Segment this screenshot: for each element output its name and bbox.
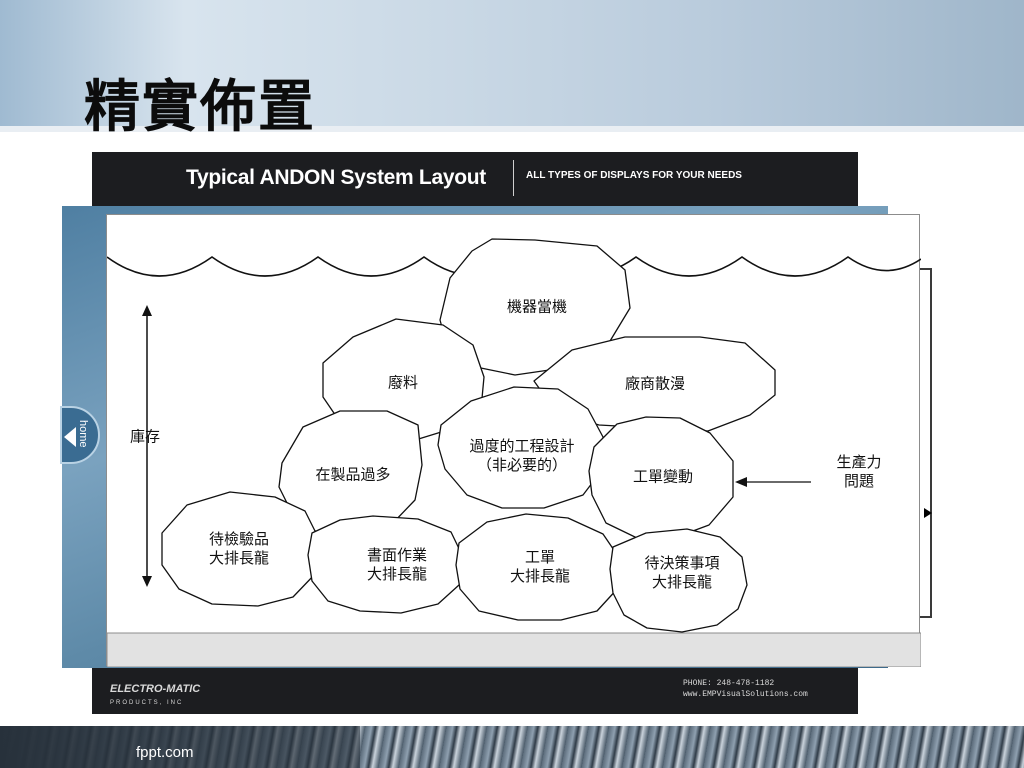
productivity-note-line-2: 問題 [843,472,875,490]
rock-label-vendor-delinquency: 廠商散漫 [625,375,685,394]
rock-paperwork-backlog [307,515,465,614]
rock-label-machine-downtime: 機器當機 [507,298,567,317]
productivity-arrow-left-icon [735,477,747,487]
rock-work-order-backlog [455,513,621,621]
rock-label-line: 大排長龍 [509,567,571,585]
poster-headline: Typical ANDON System Layout [186,166,486,189]
rock-label-line: 工單 [524,548,556,566]
productivity-note-line-1: 生產力 [836,453,882,471]
rock-label-line: 機器當機 [506,297,568,316]
home-tab-label: home [77,420,89,448]
poster-contact: PHONE: 248-478-1182 www.EMPVisualSolutio… [683,678,808,700]
poster-brand-logo: ELECTRO-MATIC PRODUCTS, INC [110,683,200,707]
inventory-arrow-up-icon [142,305,152,316]
rock-label-line: 大排長龍 [366,565,428,583]
productivity-note: 生產力 問題 [836,453,881,491]
diagram-drawing [107,238,921,667]
rock-label-line: （非必要的） [476,456,568,474]
rock-label-decision-backlog: 待決策事項大排長龍 [644,554,719,592]
rock-label-line: 廠商散漫 [624,374,686,393]
rock-label-line: 書面作業 [366,546,428,564]
rock-label-line: 待決策事項 [644,554,720,572]
poster-brand-sub: PRODUCTS, INC [110,700,184,706]
back-arrow-icon [64,427,76,447]
footer-site-label: fppt.com [136,744,194,761]
rock-work-order-changes [588,416,734,539]
rock-label-inspection-backlog: 待檢驗品大排長龍 [209,530,269,568]
rock-label-scrap: 廢料 [388,374,418,393]
slide-title: 精實佈置 [84,75,316,140]
poster-divider [513,160,514,196]
footer-band [0,726,1024,768]
rock-label-over-engineering: 過度的工程設計（非必要的） [469,437,574,475]
rock-label-wip-excess: 在製品過多 [315,466,390,485]
poster-phone: PHONE: 248-478-1182 [683,679,775,688]
poster-website: www.EMPVisualSolutions.com [683,690,808,699]
rock-label-paperwork-backlog: 書面作業大排長龍 [367,546,427,584]
header-band [0,0,1024,132]
rock-label-line: 大排長龍 [651,573,713,591]
inventory-rocks-diagram: 庫存 生產力 問題 機器當機 廢料 廠商散漫 過度的工程設計（非必要的） 在製品… [106,214,921,667]
rock-label-line: 過度的工程設計 [469,437,575,455]
side-panel [920,268,932,618]
rock-decision-backlog [609,528,748,633]
arrow-right-icon [924,508,932,518]
rock-label-line: 廢料 [387,373,419,392]
diagram-bottom-bar [107,632,921,667]
inventory-arrow-down-icon [142,576,152,587]
rock-label-work-order-changes: 工單變動 [633,468,693,487]
rock-label-work-order-backlog: 工單大排長龍 [510,548,570,586]
rock-label-line: 大排長龍 [208,549,270,567]
rock-label-line: 工單變動 [632,467,694,486]
rock-label-line: 待檢驗品 [208,530,270,548]
rock-machine-downtime [439,238,631,376]
poster-tagline: ALL TYPES OF DISPLAYS FOR YOUR NEEDS [526,170,742,181]
footer-shade [0,726,360,768]
inventory-axis-label: 庫存 [129,427,161,446]
poster-brand-name: ELECTRO-MATIC [110,683,201,695]
rock-label-line: 在製品過多 [315,465,391,484]
